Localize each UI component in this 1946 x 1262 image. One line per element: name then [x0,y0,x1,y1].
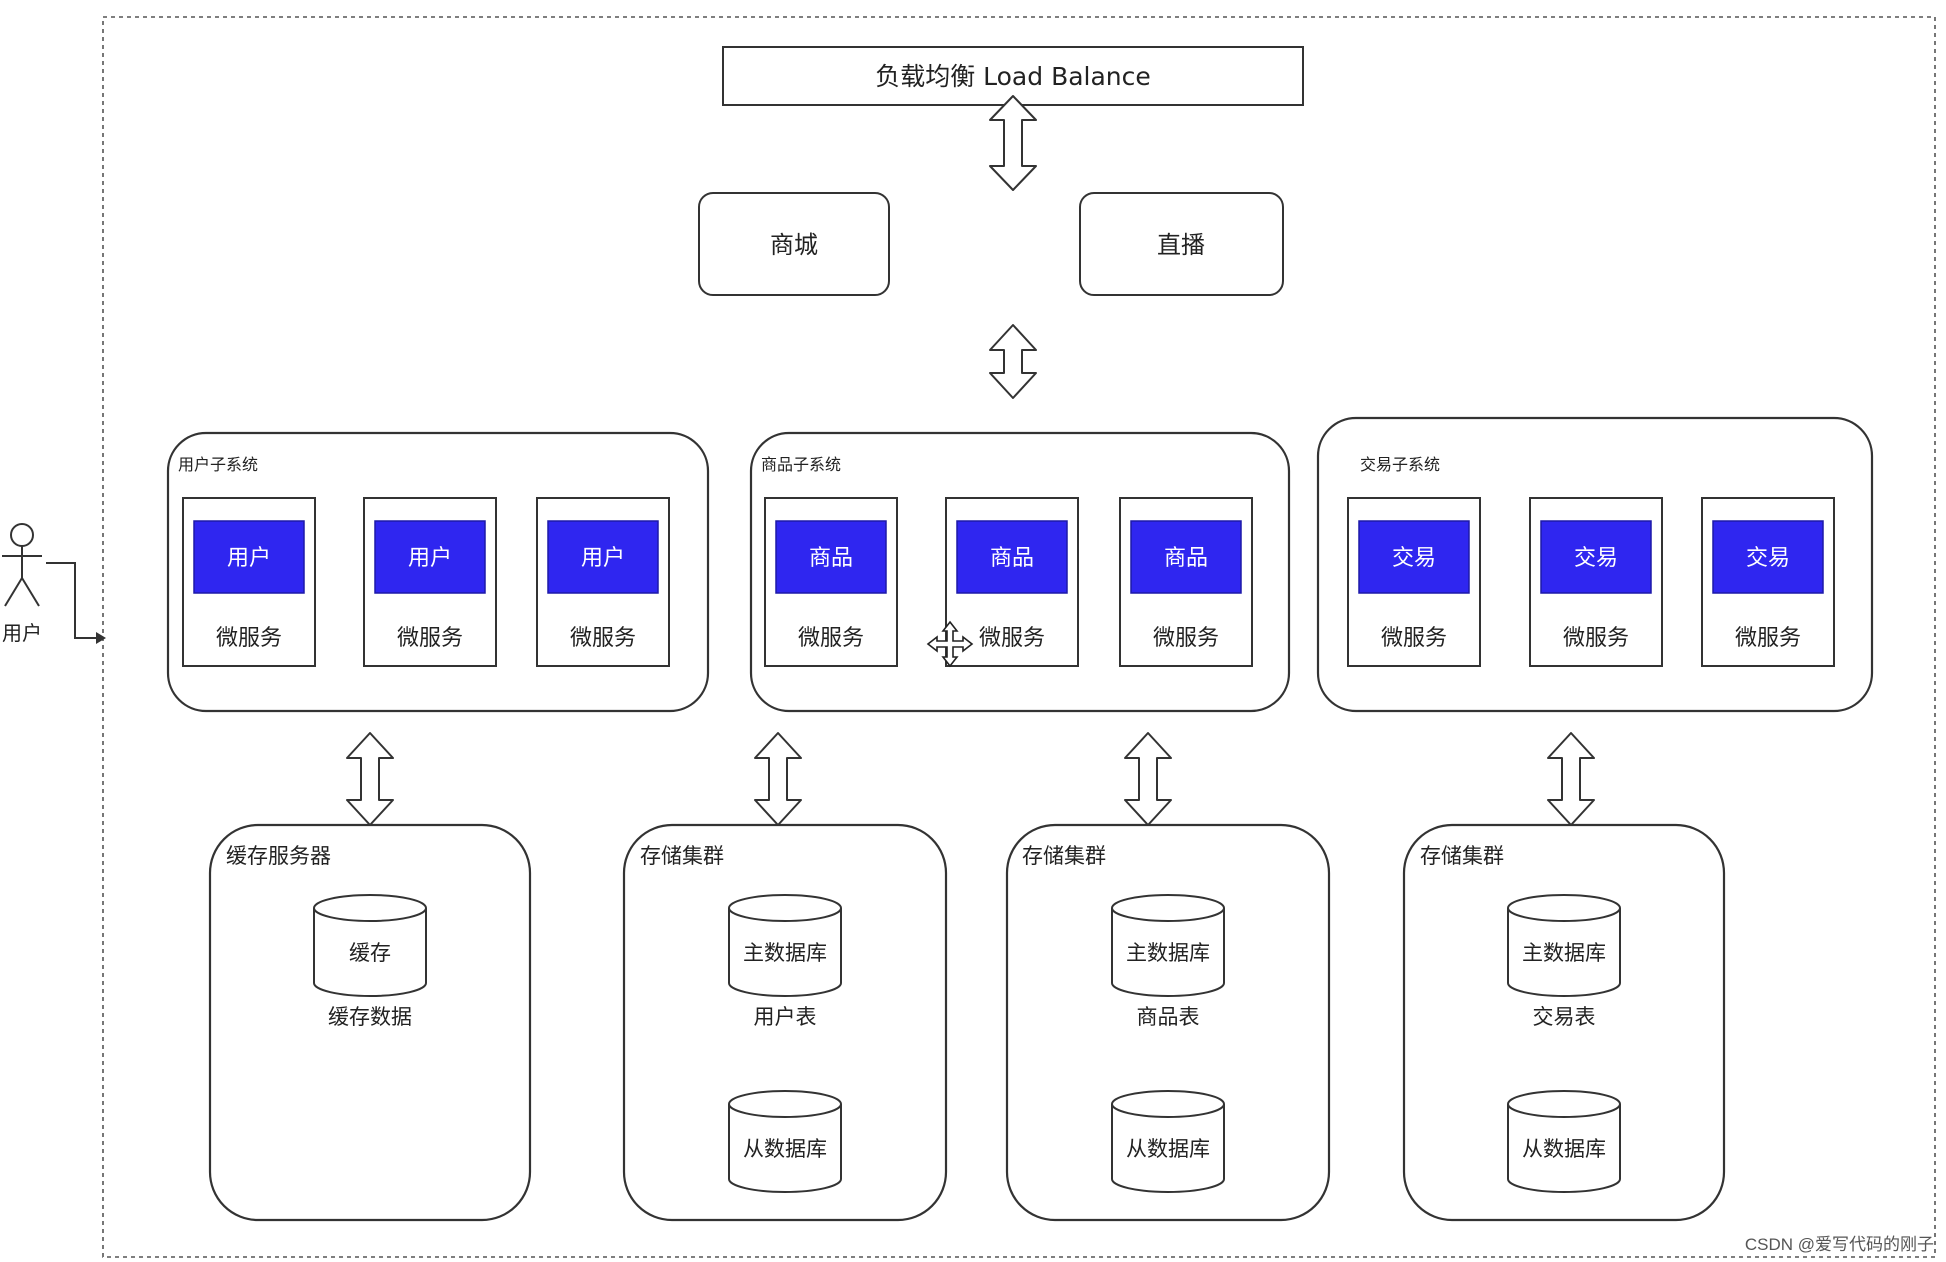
storage-title: 存储集群 [1420,844,1504,868]
entry-mall-label: 商城 [770,231,818,259]
database-caption: 商品表 [1137,1005,1200,1029]
microservice-caption: 微服务 [1735,626,1801,651]
database-label: 主数据库 [743,941,827,965]
entry-live[interactable]: 直播 [1079,192,1284,296]
database-label: 从数据库 [743,1137,827,1161]
user-actor-label: 用户 [2,621,42,645]
primary-database-icon[interactable]: 主数据库 [1111,894,1225,997]
move-cursor-icon [926,620,974,668]
user-connector-arrowhead-icon [96,632,106,644]
service-label: 交易 [1746,546,1790,571]
service-block [956,520,1068,594]
service-label: 用户 [227,546,271,571]
subsystem-title: 商品子系统 [761,455,841,474]
service-label: 商品 [990,546,1034,571]
primary-database-icon[interactable]: 缓存 [313,894,427,997]
database-label: 从数据库 [1126,1137,1210,1161]
replica-database-icon[interactable]: 从数据库 [1111,1090,1225,1193]
primary-database-icon[interactable]: 主数据库 [1507,894,1621,997]
service-block [547,520,659,594]
replica-database-icon[interactable]: 从数据库 [728,1090,842,1193]
entry-mall[interactable]: 商城 [698,192,890,296]
service-block [1130,520,1242,594]
user-connector-line [46,562,96,639]
user-actor[interactable]: 用户 [2,523,42,645]
storage-arrows [346,732,1595,826]
microservice-caption: 微服务 [1153,626,1219,651]
service-block [1712,520,1824,594]
storage-title: 存储集群 [640,844,724,868]
service-label: 用户 [581,546,625,571]
watermark: CSDN @爱写代码的刚子 [1745,1235,1934,1254]
database-label: 主数据库 [1126,941,1210,965]
microservice-caption: 微服务 [1381,626,1447,651]
microservice-caption: 微服务 [570,626,636,651]
subsystems-layer: 用户子系统用户微服务用户微服务用户微服务商品子系统商品微服务商品微服务商品微服务… [166,416,1874,713]
service-block [1540,520,1652,594]
service-label: 商品 [809,546,853,571]
microservice-caption: 微服务 [798,626,864,651]
storage-title: 缓存服务器 [226,844,331,868]
database-caption: 交易表 [1533,1005,1596,1029]
service-label: 交易 [1392,546,1436,571]
service-label: 交易 [1574,546,1618,571]
user-actor-head-icon [10,523,34,547]
service-label: 用户 [408,546,452,571]
primary-database-icon[interactable]: 主数据库 [728,894,842,997]
database-caption: 用户表 [754,1005,817,1029]
bidirectional-arrow-lb-entries [989,95,1037,191]
bidirectional-arrow-storage-4 [1547,732,1595,826]
service-block [1358,520,1470,594]
microservice-caption: 微服务 [979,626,1045,651]
subsystem-title: 用户子系统 [178,455,258,474]
load-balancer-label: 负载均衡 Load Balance [875,62,1151,91]
bidirectional-arrow-storage-3 [1124,732,1172,826]
service-block [193,520,305,594]
microservice-caption: 微服务 [1563,626,1629,651]
subsystem-title: 交易子系统 [1360,455,1440,474]
storage-title: 存储集群 [1022,844,1106,868]
microservice-caption: 微服务 [397,626,463,651]
database-label: 主数据库 [1522,941,1606,965]
database-label: 缓存 [349,941,391,965]
service-block [775,520,887,594]
bidirectional-arrow-entries-subsystems [989,324,1037,399]
service-block [374,520,486,594]
microservice-caption: 微服务 [216,626,282,651]
service-label: 商品 [1164,546,1208,571]
replica-database-icon[interactable]: 从数据库 [1507,1090,1621,1193]
database-caption: 缓存数据 [328,1005,412,1029]
bidirectional-arrow-storage-1 [346,732,394,826]
storage-layer: 缓存服务器缓存缓存数据存储集群主数据库用户表从数据库存储集群主数据库商品表从数据… [208,823,1726,1222]
entry-live-label: 直播 [1157,231,1205,259]
bidirectional-arrow-storage-2 [754,732,802,826]
database-label: 从数据库 [1522,1137,1606,1161]
